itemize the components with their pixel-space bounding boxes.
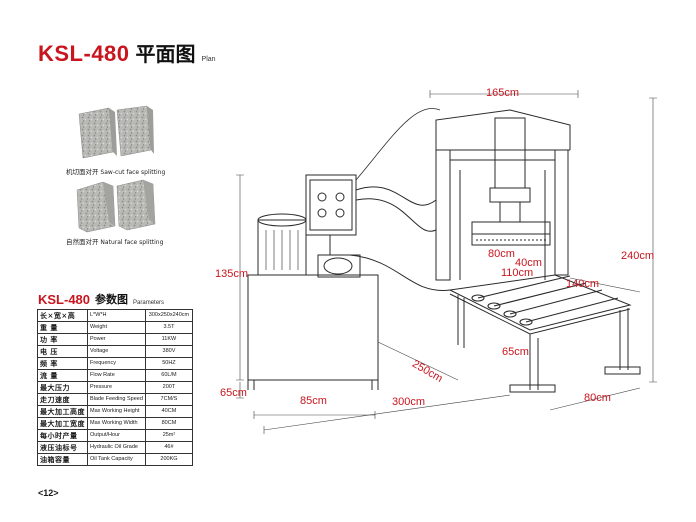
param-name-cn: 油箱容量 (37, 453, 88, 466)
saw-cut-caption: 机切面对开 Saw-cut face splitting (66, 166, 165, 176)
page-number: <12> (38, 488, 59, 498)
param-value: 11KW (144, 333, 194, 346)
dim-unit-height: 135cm (215, 268, 249, 280)
param-name-en: Blade Feeding Speed (87, 393, 146, 406)
natural-face-caption: 自然面对开 Natural face splitting (66, 236, 163, 246)
param-name-cn: 最大加工高度 (37, 405, 88, 418)
param-value: 80CM (144, 417, 194, 430)
param-name-cn: 功 率 (37, 333, 88, 346)
param-name-en: Max Working Width (87, 417, 146, 430)
title-cn: 平面图 (135, 42, 196, 66)
parameters-title-cn: 参数图 (95, 293, 129, 306)
param-name-cn: 长×宽×高 (37, 309, 88, 322)
param-value: 60L/M (144, 369, 194, 382)
param-value: 200T (144, 381, 194, 394)
param-name-en: Power (87, 333, 146, 346)
param-name-cn: 每小时产量 (37, 429, 88, 442)
param-name-cn: 最大压力 (37, 381, 88, 394)
dim-roller-height: 65cm (502, 346, 529, 358)
param-value: 46# (144, 441, 194, 454)
title-model: KSL-480 (38, 41, 130, 66)
param-name-cn: 频 率 (37, 357, 88, 370)
dim-table-width: 110cm (501, 267, 534, 279)
param-name-en: Oil Tank Capacity (87, 453, 146, 466)
natural-face-caption-en: Natural face splitting (100, 239, 164, 246)
param-name-cn: 重 量 (37, 321, 88, 334)
parameters-title-en: Parameters (133, 300, 165, 306)
param-value: 200KG (144, 453, 194, 466)
parameters-model: KSL-480 (38, 292, 91, 307)
machine-line-drawing (236, 90, 657, 434)
saw-cut-caption-en: Saw-cut face splitting (100, 169, 166, 176)
param-name-en: Weight (87, 321, 146, 334)
param-name-en: Hydraulic Oil Grade (87, 441, 146, 454)
param-value: 40CM (144, 405, 194, 418)
param-name-en: Pressure (87, 381, 146, 394)
param-value: 25m² (144, 429, 194, 442)
param-value: 3.5T (144, 321, 194, 334)
dim-unit-base: 85cm (300, 395, 327, 407)
param-name-en: Flow Rate (87, 369, 146, 382)
dim-blade-width: 80cm (488, 248, 515, 260)
param-name-en: Voltage (87, 345, 146, 358)
param-value: 300x250x240cm (144, 309, 194, 322)
natural-face-caption-cn: 自然面对开 (66, 238, 99, 246)
saw-cut-caption-cn: 机切面对开 (66, 168, 99, 176)
dim-top-width: 165cm (486, 87, 520, 99)
natural-face-sample-image (76, 179, 156, 233)
param-value: 380V (144, 345, 194, 358)
param-name-cn: 最大加工宽度 (37, 417, 88, 430)
param-name-en: Output/Hour (87, 429, 146, 442)
param-name-cn: 走刀速度 (37, 393, 88, 406)
saw-cut-sample-image (78, 105, 154, 159)
page-title: KSL-480 平面图 Plan (38, 38, 216, 67)
param-name-cn: 电 压 (37, 345, 88, 358)
param-name-en: Frequency (87, 357, 146, 370)
dim-length: 300cm (392, 396, 426, 408)
parameters-title: KSL-480 参数图 Parameters (38, 291, 164, 307)
dim-total-height: 240cm (621, 250, 655, 262)
title-en: Plan (201, 56, 216, 63)
param-name-en: L*W*H (87, 309, 146, 322)
dim-leg-height: 65cm (220, 387, 247, 399)
dim-roller-length: 140cm (566, 278, 600, 290)
param-value: 50HZ (144, 357, 194, 370)
param-name-cn: 流 量 (37, 369, 88, 382)
dim-table-depth: 80cm (584, 392, 611, 404)
param-value: 7CM/S (144, 393, 194, 406)
param-name-cn: 液压油标号 (37, 441, 88, 454)
param-name-en: Max Working Height (87, 405, 146, 418)
dim-cut-height: 40cm (515, 257, 542, 269)
